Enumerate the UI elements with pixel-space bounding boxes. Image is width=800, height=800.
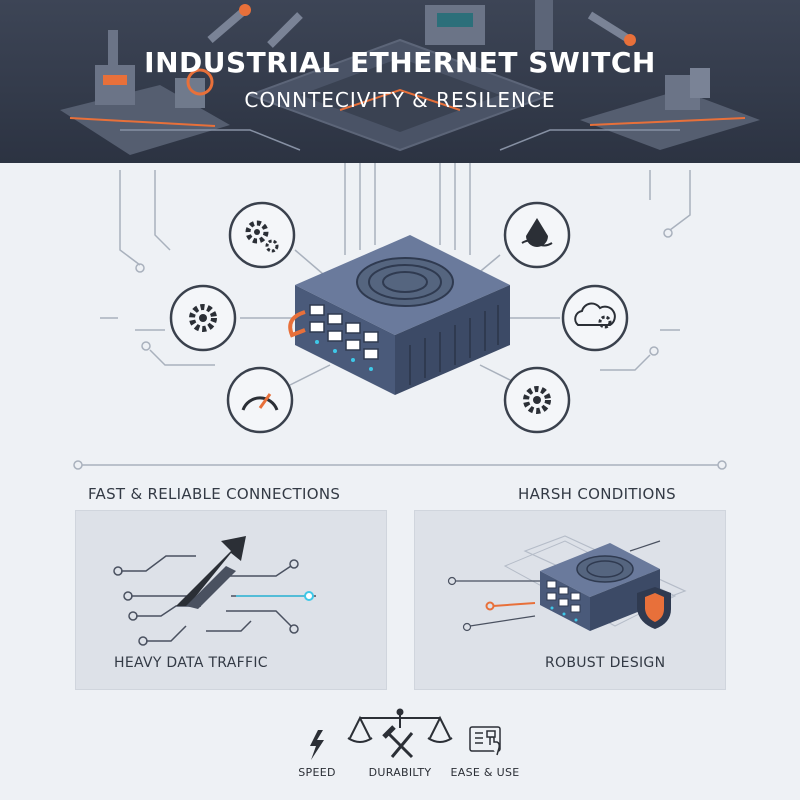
- section-divider: [73, 460, 727, 470]
- panel-label-left: HEAVY DATA TRAFFIC: [114, 655, 268, 671]
- section-heading-left: FAST & RELIABLE CONNECTIONS: [88, 485, 341, 503]
- robust-design-illustration: [447, 535, 687, 632]
- factory-illustration: [60, 0, 760, 155]
- hub-icon-cloud-gear: [561, 284, 629, 352]
- ethernet-switch-device: [288, 235, 510, 395]
- page-subtitle: CONNTECIVITY & RESILENCE: [244, 88, 556, 112]
- panel-label-right: ROBUST DESIGN: [545, 655, 666, 671]
- hub-icon-water-drop: [503, 201, 571, 269]
- feature-label-ease-of-use: EASE & USE: [450, 766, 520, 779]
- hub-icon-speedometer: [226, 366, 294, 434]
- header-banner: INDUSTRIAL ETHERNET SWITCH CONNTECIVITY …: [0, 0, 800, 163]
- section-heading-right: HARSH CONDITIONS: [518, 485, 676, 503]
- feature-label-speed: SPEED: [298, 766, 336, 779]
- page-title: INDUSTRIAL ETHERNET SWITCH: [144, 46, 656, 79]
- hub-icon-gear-left: [169, 284, 237, 352]
- panel-heavy-data-traffic: HEAVY DATA TRAFFIC: [75, 510, 387, 690]
- data-traffic-illustration: [113, 536, 316, 646]
- panel-robust-design: ROBUST DESIGN: [414, 510, 726, 690]
- hub-icon-gear-right: [503, 366, 571, 434]
- feature-label-durability: DURABILTY: [368, 766, 432, 779]
- hub-icon-gears: [228, 201, 296, 269]
